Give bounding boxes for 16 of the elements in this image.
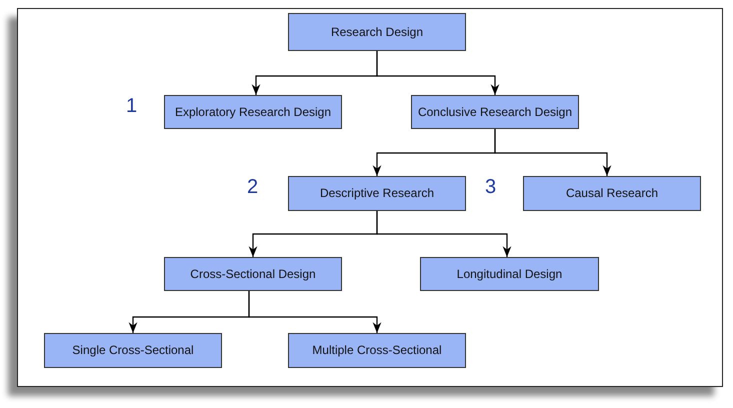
arrow <box>376 51 500 95</box>
process-box: Research Design <box>288 13 466 51</box>
process-box: Exploratory Research Design <box>164 95 342 129</box>
process-box: Multiple Cross-Sectional <box>288 333 466 368</box>
process-box: Single Cross-Sectional <box>44 333 222 368</box>
process-box: Descriptive Research <box>288 176 466 211</box>
arrow <box>494 129 612 176</box>
step-number: 3 <box>485 176 496 199</box>
arrow <box>376 211 512 257</box>
process-box: Longitudinal Design <box>420 257 599 291</box>
process-box: Conclusive Research Design <box>411 95 579 129</box>
arrow <box>248 291 382 333</box>
step-number: 2 <box>247 176 258 199</box>
step-number: 1 <box>126 95 138 118</box>
process-box: Causal Research <box>523 176 701 211</box>
process-box: Cross-Sectional Design <box>164 257 342 291</box>
